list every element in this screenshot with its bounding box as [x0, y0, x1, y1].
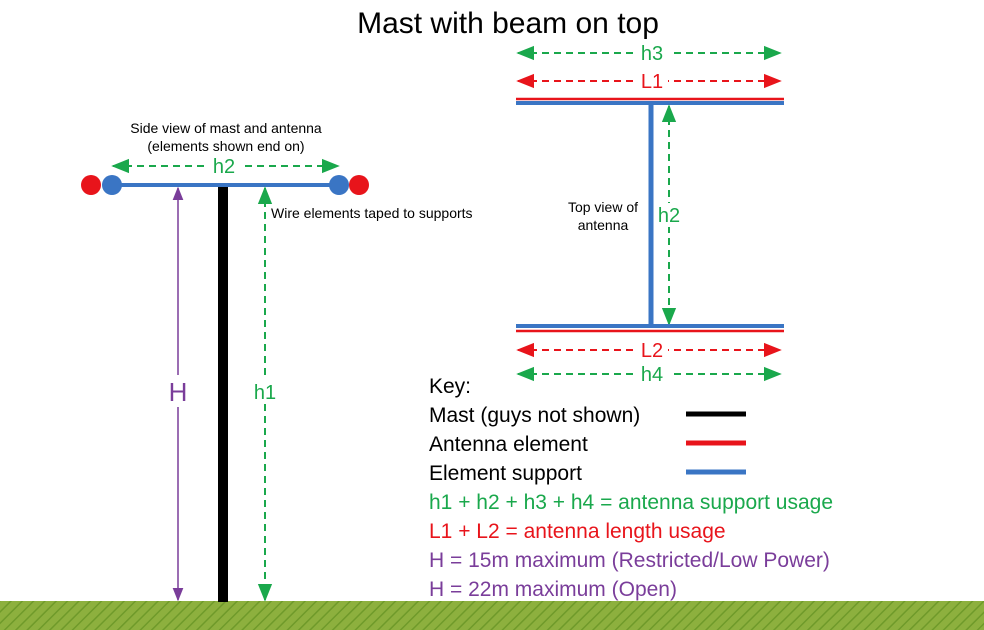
key-support-formula: h1 + h2 + h3 + h4 = antenna support usag…: [429, 491, 833, 514]
key-mast-label: Mast (guys not shown): [429, 404, 640, 427]
L1-label-bg: [636, 70, 668, 92]
mast: [218, 187, 228, 602]
h3-label-bg: [635, 42, 669, 64]
h1-label: h1: [254, 382, 276, 404]
top-view-caption-line1: Top view of: [568, 199, 638, 215]
side-view-caption-line2: (elements shown end on): [147, 138, 304, 154]
h4-label: h4: [641, 364, 663, 386]
top-h2-label-bg: [656, 203, 684, 227]
side-right-support-end: [329, 175, 349, 195]
side-right-antenna-element: [349, 175, 369, 195]
side-view-caption-line1: Side view of mast and antenna: [130, 120, 322, 136]
key-restricted-limit: H = 15m maximum (Restricted/Low Power): [429, 549, 830, 572]
H-label: H: [169, 377, 188, 407]
key-open-limit: H = 22m maximum (Open): [429, 578, 677, 601]
side-left-antenna-element: [81, 175, 101, 195]
L2-label: L2: [641, 340, 663, 362]
key-antenna-element-label: Antenna element: [429, 433, 588, 456]
h4-label-bg: [635, 363, 669, 385]
h1-label-bg: [249, 378, 281, 404]
L2-label-bg: [636, 339, 668, 361]
diagram-title: Mast with beam on top: [357, 7, 659, 40]
L1-label: L1: [641, 71, 663, 93]
H-label-bg: [163, 375, 193, 407]
key-length-formula: L1 + L2 = antenna length usage: [429, 520, 726, 543]
wire-note: Wire elements taped to supports: [271, 205, 473, 221]
side-left-support-end: [102, 175, 122, 195]
key-element-support-label: Element support: [429, 462, 582, 485]
side-h2-label-bg: [207, 155, 241, 177]
top-h2-label: h2: [658, 205, 680, 227]
h3-label: h3: [641, 43, 663, 65]
ground: [0, 601, 984, 630]
top-view-caption-line2: antenna: [578, 217, 629, 233]
side-h2-label: h2: [213, 156, 235, 178]
key-heading: Key:: [429, 375, 471, 398]
